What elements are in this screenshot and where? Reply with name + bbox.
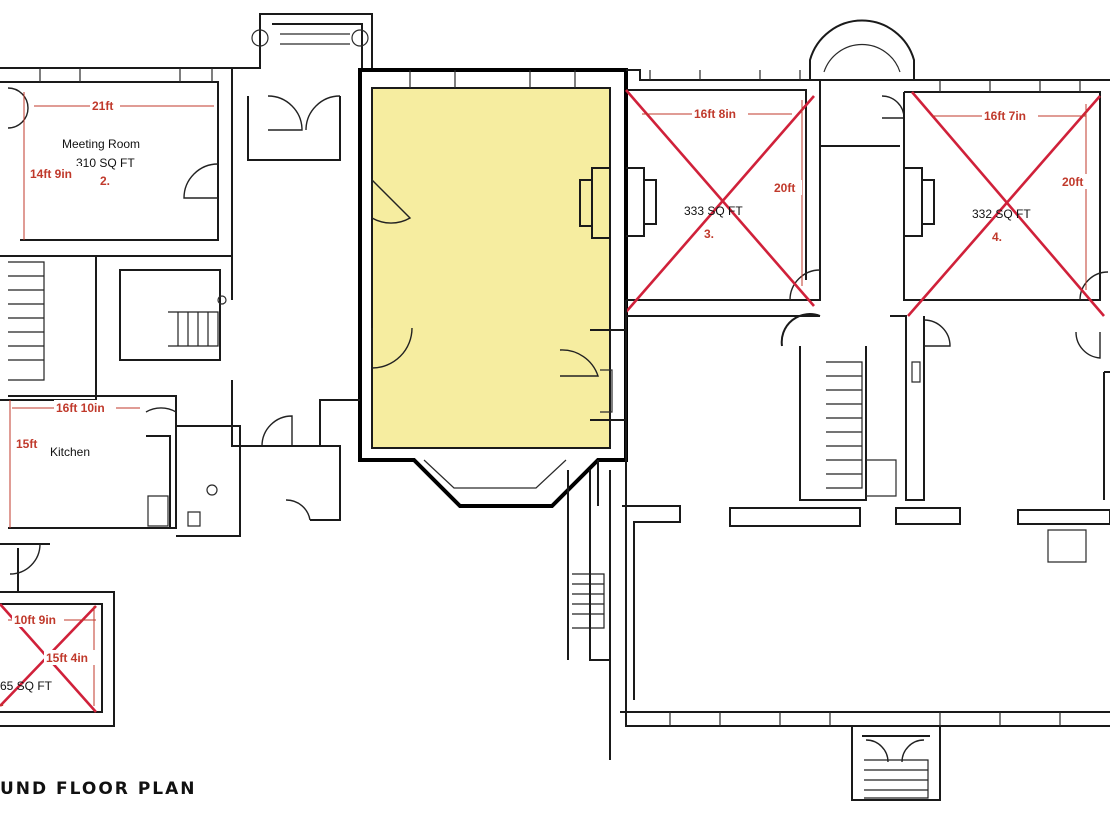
room-4-depth: 20ft — [1062, 175, 1083, 189]
right-staircase — [626, 313, 1110, 563]
meeting-room-name: Meeting Room — [62, 137, 140, 151]
room-4 — [900, 79, 1110, 317]
meeting-room-area: 310 SQ FT — [76, 156, 135, 170]
available-room[interactable] — [358, 68, 628, 508]
meeting-room — [0, 67, 233, 257]
rotunda — [809, 19, 915, 147]
kitchen — [8, 395, 341, 537]
room-4-width: 16ft 7in — [984, 109, 1026, 123]
meeting-room-number: 2. — [100, 174, 110, 188]
meeting-room-depth: 14ft 9in — [30, 167, 72, 181]
room-labels: 21ft Meeting Room 310 SQ FT 14ft 9in 2. … — [0, 98, 1092, 799]
room-3-width: 16ft 8in — [694, 107, 736, 121]
kitchen-width: 16ft 10in — [56, 401, 105, 415]
room-3-area: 333 SQ FT — [684, 204, 743, 218]
room-1-area: 65 SQ FT — [0, 679, 53, 693]
kitchen-name: Kitchen — [50, 445, 90, 459]
meeting-room-width: 21ft — [92, 99, 113, 113]
room-1-number: 1. — [0, 695, 4, 709]
room-4-area: 332 SQ FT — [972, 207, 1031, 221]
room-3-depth: 20ft — [774, 181, 795, 195]
room-1-depth: 15ft 4in — [46, 651, 88, 665]
left-staircase — [0, 255, 227, 401]
room-4-number: 4. — [992, 230, 1002, 244]
room-1 — [0, 543, 115, 727]
dimension-lines — [8, 92, 1087, 706]
room-1-width: 10ft 9in — [14, 613, 56, 627]
entrance-lobby — [231, 13, 373, 447]
room-3 — [625, 69, 821, 313]
lower-wing — [567, 300, 1110, 801]
plan-title: UND FLOOR PLAN — [0, 779, 197, 799]
room-3-number: 3. — [704, 227, 714, 241]
kitchen-depth: 15ft — [16, 437, 37, 451]
